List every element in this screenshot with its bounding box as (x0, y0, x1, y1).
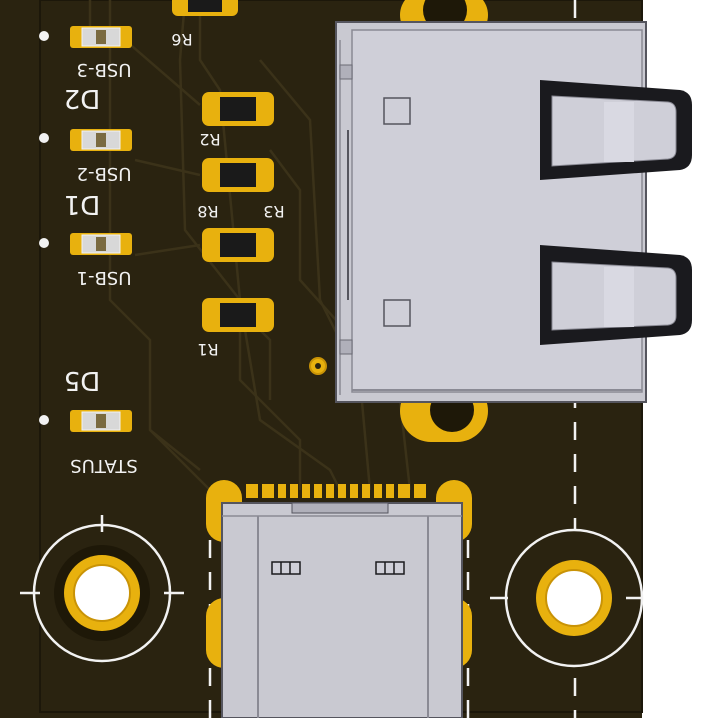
label-d2: D2 (64, 83, 101, 113)
label-r2: R2 (199, 130, 220, 149)
label-d1: D1 (64, 189, 101, 219)
label-usb2: USB-2 (77, 163, 132, 184)
label-usb1: USB-1 (77, 267, 132, 288)
led-d2-footprint (70, 129, 132, 151)
label-usb3: USB-3 (77, 59, 132, 80)
label-d5: D5 (64, 365, 101, 395)
usb-c-connector (221, 502, 463, 718)
resistor-r3-footprint (202, 158, 274, 192)
label-r1: R1 (197, 340, 218, 359)
resistor-r6-footprint (172, 0, 238, 16)
label-status: STATUS (70, 455, 138, 476)
led-marker-dots (39, 31, 49, 425)
resistor-r1-footprint (202, 298, 274, 332)
mounting-hole-left (20, 515, 184, 663)
mounting-hole-right (490, 528, 644, 668)
led-d1-footprint (70, 233, 132, 255)
resistor-r8-footprint (202, 228, 274, 262)
label-r3: R3 (263, 202, 284, 221)
led-d3-footprint (70, 26, 132, 48)
usb-a-connector (335, 21, 692, 403)
label-r8: R8 (197, 202, 218, 221)
led-d5-footprint (70, 410, 132, 432)
usb-c-signal-pads (246, 484, 426, 498)
label-r6: R6 (171, 30, 192, 49)
resistor-r2-footprint (202, 92, 274, 126)
silkscreen-labels: R6 USB-3 D2 R2 USB-2 D1 R8 R3 USB-1 R1 D… (64, 30, 285, 476)
